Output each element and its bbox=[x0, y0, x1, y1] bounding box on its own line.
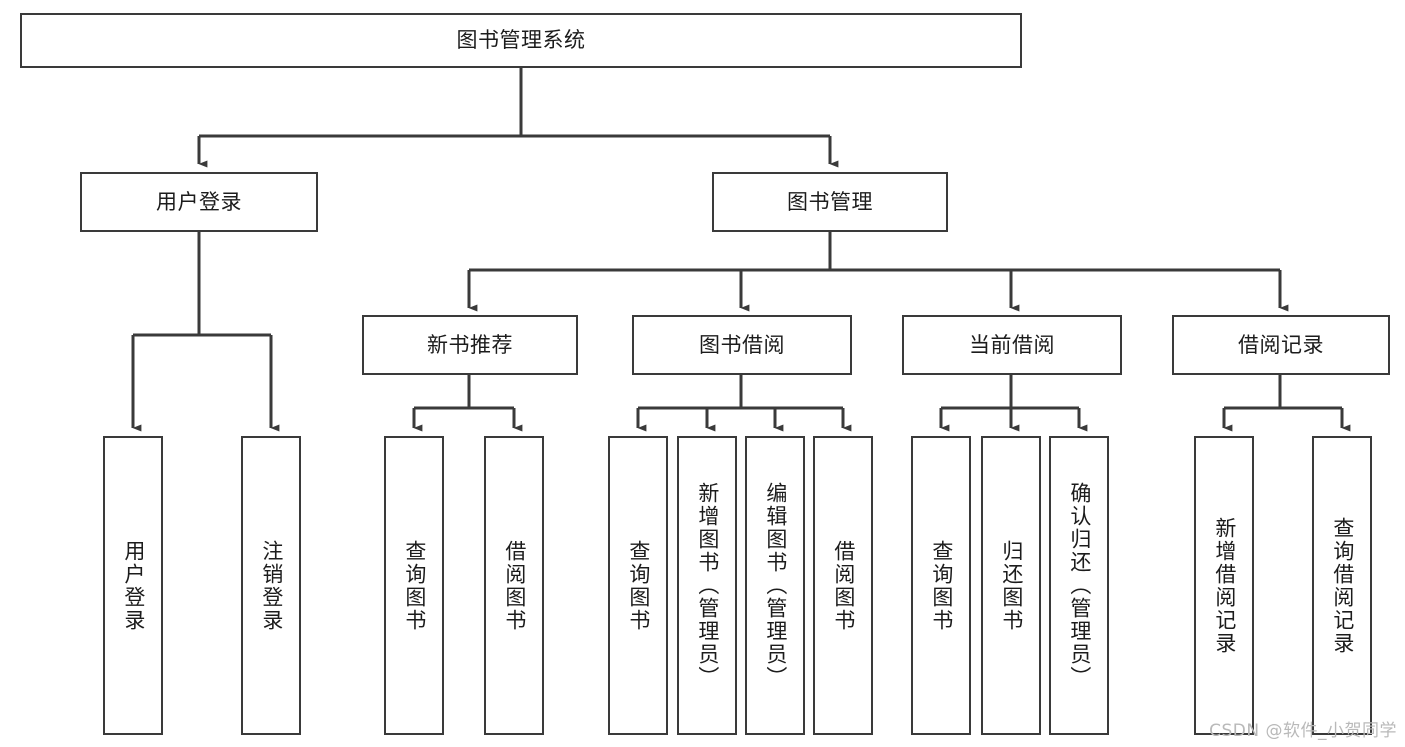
node-borrow-record[interactable]: 借阅记录 bbox=[1172, 315, 1390, 375]
node-new-book-recommend-label: 新书推荐 bbox=[427, 332, 513, 357]
leaf-borrow-record-1[interactable]: 新增借阅记录 bbox=[1194, 436, 1254, 735]
node-new-book-recommend[interactable]: 新书推荐 bbox=[362, 315, 578, 375]
leaf-user-login-1-label: 用户登录 bbox=[121, 539, 146, 632]
leaf-borrow-record-2[interactable]: 查询借阅记录 bbox=[1312, 436, 1372, 735]
node-root[interactable]: 图书管理系统 bbox=[20, 13, 1022, 68]
node-book-management-label: 图书管理 bbox=[787, 189, 873, 214]
leaf-current-borrow-3-label: 确认归还（管理员） bbox=[1067, 482, 1092, 689]
leaf-borrow-book-4-label: 借阅图书 bbox=[831, 539, 856, 632]
node-root-label: 图书管理系统 bbox=[456, 28, 586, 53]
leaf-borrow-book-3-label: 编辑图书（管理员） bbox=[763, 482, 788, 689]
leaf-new-book-1-label: 查询图书 bbox=[402, 539, 427, 632]
leaf-borrow-book-1-label: 查询图书 bbox=[626, 539, 651, 632]
node-book-borrow[interactable]: 图书借阅 bbox=[632, 315, 852, 375]
leaf-borrow-book-2[interactable]: 新增图书（管理员） bbox=[677, 436, 737, 735]
leaf-new-book-2-label: 借阅图书 bbox=[502, 539, 527, 632]
leaf-user-login-2[interactable]: 注销登录 bbox=[241, 436, 301, 735]
node-current-borrow-label: 当前借阅 bbox=[969, 332, 1055, 357]
leaf-borrow-record-2-label: 查询借阅记录 bbox=[1330, 516, 1355, 655]
leaf-borrow-book-1[interactable]: 查询图书 bbox=[608, 436, 668, 735]
watermark-text: CSDN @软件_小贺同学 bbox=[1209, 721, 1397, 741]
leaf-user-login-2-label: 注销登录 bbox=[259, 539, 284, 632]
node-book-management[interactable]: 图书管理 bbox=[712, 172, 948, 232]
leaf-new-book-1[interactable]: 查询图书 bbox=[384, 436, 444, 735]
leaf-current-borrow-3[interactable]: 确认归还（管理员） bbox=[1049, 436, 1109, 735]
leaf-current-borrow-1[interactable]: 查询图书 bbox=[911, 436, 971, 735]
leaf-current-borrow-2[interactable]: 归还图书 bbox=[981, 436, 1041, 735]
leaf-user-login-1[interactable]: 用户登录 bbox=[103, 436, 163, 735]
leaf-borrow-book-2-label: 新增图书（管理员） bbox=[695, 482, 720, 689]
node-current-borrow[interactable]: 当前借阅 bbox=[902, 315, 1122, 375]
leaf-new-book-2[interactable]: 借阅图书 bbox=[484, 436, 544, 735]
leaf-borrow-book-4[interactable]: 借阅图书 bbox=[813, 436, 873, 735]
leaf-current-borrow-2-label: 归还图书 bbox=[999, 539, 1024, 632]
node-borrow-record-label: 借阅记录 bbox=[1238, 332, 1324, 357]
node-book-borrow-label: 图书借阅 bbox=[699, 332, 785, 357]
leaf-borrow-book-3[interactable]: 编辑图书（管理员） bbox=[745, 436, 805, 735]
node-user-login-label: 用户登录 bbox=[156, 189, 242, 214]
node-user-login[interactable]: 用户登录 bbox=[80, 172, 318, 232]
leaf-current-borrow-1-label: 查询图书 bbox=[929, 539, 954, 632]
leaf-borrow-record-1-label: 新增借阅记录 bbox=[1212, 516, 1237, 655]
